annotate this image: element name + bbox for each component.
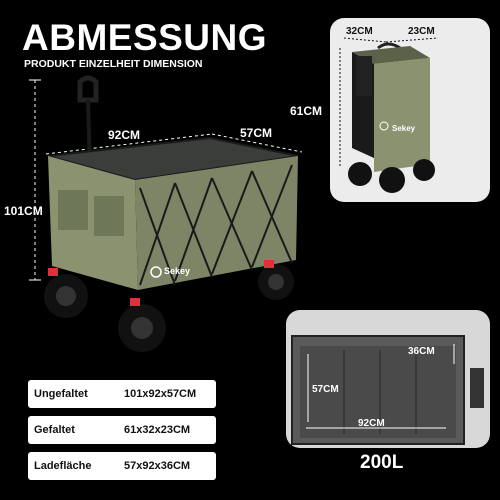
brand-logo-main: Sekey xyxy=(164,266,191,276)
folded-height-label: 61CM xyxy=(290,104,323,118)
page-subtitle: PRODUKT EINZELHEIT DIMENSION xyxy=(24,58,203,70)
spec-label: Gefaltet xyxy=(34,424,75,436)
length-dimension-label: 92CM xyxy=(108,128,141,142)
folded-view-panel xyxy=(330,18,490,202)
wheel xyxy=(44,268,88,318)
height-dimension-label: 101CM xyxy=(4,204,43,218)
top-inner-width-label: 57CM xyxy=(312,384,339,395)
width-dimension-label: 57CM xyxy=(240,126,273,140)
top-depth-label: 36CM xyxy=(408,346,435,357)
folded-wagon-drawing xyxy=(339,37,439,193)
top-view-panel xyxy=(286,310,490,448)
top-length-label: 92CM xyxy=(358,418,385,429)
folded-width-label: 23CM xyxy=(408,26,435,37)
brand-logo-folded: Sekey xyxy=(392,124,416,133)
wagon-drawing xyxy=(29,75,303,352)
spec-row-cargo-area: Ladefläche 57x92x36CM xyxy=(28,452,216,480)
spec-label: Ungefaltet xyxy=(34,388,88,400)
top-view-drawing xyxy=(291,335,484,445)
spec-value: 57x92x36CM xyxy=(124,460,191,472)
spec-row-unfolded: Ungefaltet 101x92x57CM xyxy=(28,380,216,408)
spec-value: 61x32x23CM xyxy=(124,424,191,436)
spec-row-folded: Gefaltet 61x32x23CM xyxy=(28,416,216,444)
main-cart-illustration xyxy=(0,70,320,370)
spec-label: Ladefläche xyxy=(34,460,92,472)
page-title: ABMESSUNG xyxy=(22,17,268,58)
spec-value: 101x92x57CM xyxy=(124,388,197,400)
folded-depth-label: 32CM xyxy=(346,26,373,37)
capacity-label: 200L xyxy=(360,452,404,473)
